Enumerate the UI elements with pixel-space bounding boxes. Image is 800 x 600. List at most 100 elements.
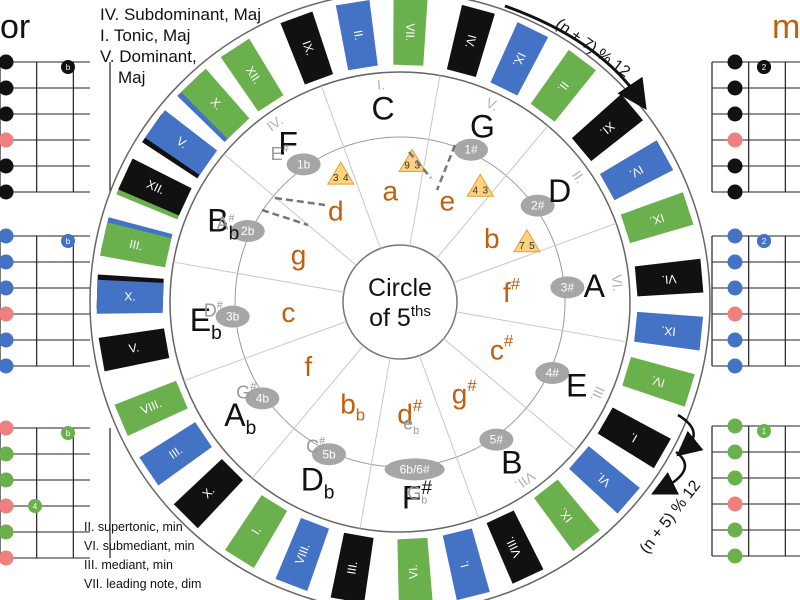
fretboard-dot [727, 132, 743, 148]
fretboard-dot [727, 80, 743, 96]
key-signature-badge [384, 458, 445, 481]
outer-bar-black: VI. [634, 258, 704, 297]
outer-bar-label: VII. [403, 23, 418, 41]
spoke-line [409, 75, 441, 246]
fretboard-marker-label: 2 [762, 237, 767, 246]
outer-bar-shape [446, 4, 495, 77]
outer-bar-blue: IV. [599, 140, 674, 201]
major-key-label: Db [301, 462, 335, 504]
dashed-connector [408, 151, 432, 179]
enharmonic-label: Gb [407, 483, 427, 507]
key-signature-label: 6b/6# [400, 462, 430, 476]
center-circle [342, 244, 458, 360]
legend-subdominant: IV. Subdominant, Maj [100, 5, 261, 24]
outer-bar-black: I. [597, 407, 671, 469]
fretboard-dot [727, 522, 743, 538]
key-signature-label: 3b [226, 310, 240, 324]
enharmonic-label: G# [236, 381, 256, 402]
ring-numeral: III. [587, 384, 608, 405]
fretboard-marker-dot [61, 426, 75, 440]
outer-bar-shape [330, 532, 374, 600]
left-title: or [0, 8, 31, 46]
fretboard-marker-dot [757, 234, 771, 248]
legend-bottom: II. supertonic, min VI. submediant, min … [84, 518, 201, 594]
legend-mediant: III. mediant, min [84, 558, 173, 572]
outer-bar-black: III. [330, 532, 374, 600]
outer-bar-label: III. [344, 560, 360, 576]
key-signature-badge [215, 305, 250, 328]
outer-bar-green: IV. [622, 356, 695, 407]
outer-bar-shape [180, 68, 250, 139]
outer-bar-shape [220, 38, 284, 112]
minor-key-label: f# [503, 275, 521, 309]
outer-bar-green: IX. [534, 479, 600, 552]
fretboard-dot [727, 280, 743, 296]
fretboard-dot [0, 80, 14, 96]
outer-bar-green: VIII. [114, 380, 188, 437]
outer-bar-blue: V. [144, 110, 218, 175]
fretboard-dot [0, 550, 14, 566]
fretboard-dot [0, 472, 14, 488]
triangle-number: 5 [529, 241, 535, 252]
fretboard-marker-label: b [66, 63, 71, 72]
outer-bar-blue: VIII. [275, 517, 330, 592]
outer-bar-green: VI. [397, 537, 433, 600]
fretboard-dot [0, 228, 14, 244]
fretboard-dot [0, 54, 14, 70]
clockwise-arrow [504, 4, 647, 110]
spoke-line [223, 153, 357, 266]
minor-key-label: c# [490, 332, 514, 366]
minor-key-label: f [304, 351, 312, 382]
major-key-label: Bb [207, 203, 239, 245]
outer-bar-shape [139, 422, 212, 486]
outer-bar-black: V. [98, 328, 170, 372]
fretboard-dot [0, 524, 14, 540]
minor-key-label: e [440, 185, 456, 216]
major-key-label: B [501, 445, 522, 481]
fretboard-dot [727, 184, 743, 200]
outer-bar-shape [490, 22, 549, 96]
fretboard-dot [727, 418, 743, 434]
fretboard-dot [0, 358, 14, 374]
spoke-line [453, 222, 617, 283]
outer-bar-blue: II. [335, 0, 378, 71]
fretboard-marker-dot [61, 60, 75, 74]
key-signature-badge [245, 387, 280, 410]
fretboard-dot [727, 254, 743, 270]
outer-bar-label: VI. [406, 564, 421, 579]
key-signature-label: 1b [297, 157, 311, 171]
outer-bar-green: IX. [620, 192, 694, 244]
triangle-number: 3 [483, 185, 489, 196]
outer-bar-green: II. [530, 49, 596, 122]
fretboard-left-bottom: b4 [0, 420, 111, 566]
fretboard-dot [0, 184, 14, 200]
enharmonic-label: A# [216, 212, 234, 233]
ring-numeral: VI. [609, 274, 626, 292]
outer-bar-black: VIII. [486, 510, 544, 584]
center-title-line1: Circle [368, 274, 432, 302]
fretboard-dot [0, 280, 14, 296]
outer-bar-shape [620, 192, 694, 244]
major-key-label: F [278, 125, 298, 161]
outer-bar-green: VII. [393, 0, 428, 66]
outer-bar-shape [634, 258, 704, 297]
outer-bar-label: XII. [145, 177, 167, 197]
fretboard-dot [0, 332, 14, 348]
legend-dominant: V. Dominant, [100, 47, 197, 66]
triangle-number: 3 [414, 161, 420, 172]
outer-bar-shape [114, 380, 188, 437]
triangle-number: 4 [343, 173, 349, 184]
counterclockwise-arrow [676, 413, 704, 457]
fretboard-dot [727, 306, 743, 322]
fretboard-right-mid: 12 [711, 228, 800, 374]
triangle-number: 4 [473, 185, 479, 196]
key-signature-label: 2b [241, 224, 255, 238]
outer-bar-shape [442, 528, 490, 600]
ring-numeral: IV. [264, 112, 286, 134]
key-signature-badge [535, 361, 570, 384]
key-signature-badge [550, 276, 585, 299]
outer-bar-shape [98, 328, 170, 372]
